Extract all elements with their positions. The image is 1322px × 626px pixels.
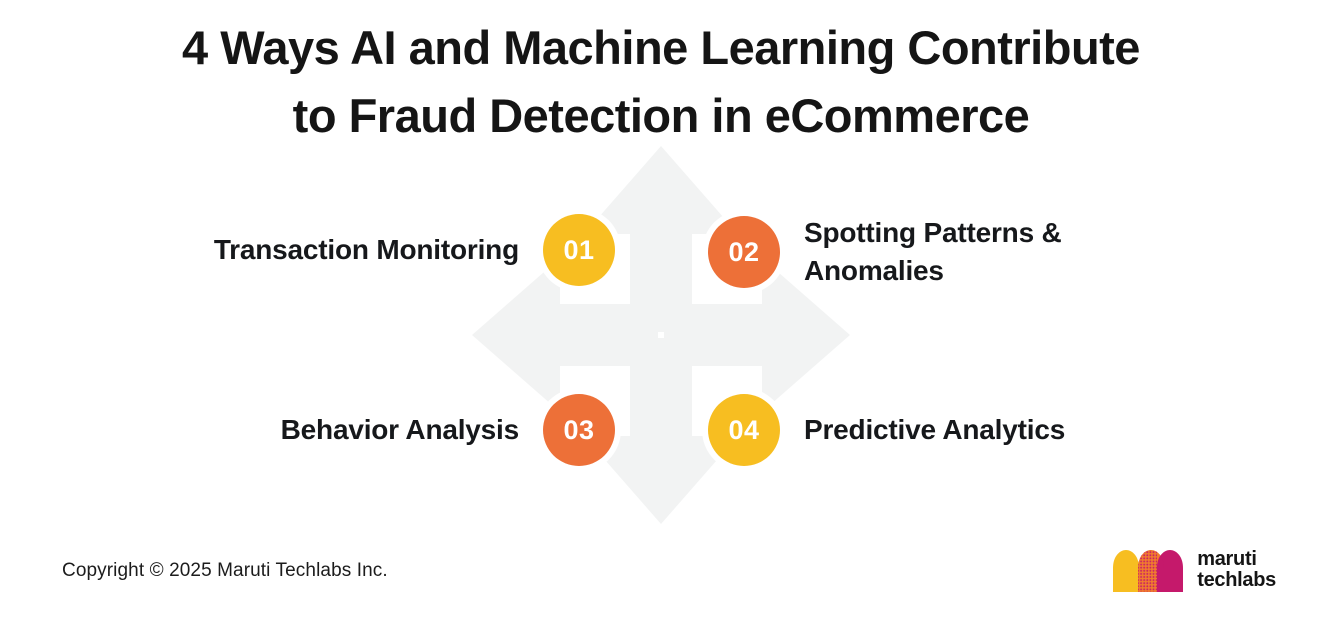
- item-03[interactable]: Behavior Analysis 03: [60, 394, 615, 466]
- item-04-number: 04: [728, 414, 760, 445]
- item-01-number: 01: [563, 234, 595, 265]
- logo-arch-left: [1113, 550, 1140, 592]
- logo-wordmark-line-2: techlabs: [1197, 569, 1276, 591]
- item-02-badge[interactable]: 02: [708, 216, 780, 288]
- logo-wordmark-line-1: maruti: [1197, 548, 1257, 570]
- items-grid: Transaction Monitoring 01 02 Spotting Pa…: [0, 186, 1322, 486]
- item-04-label: Predictive Analytics: [780, 411, 1065, 449]
- item-01[interactable]: Transaction Monitoring 01: [60, 214, 615, 286]
- item-02[interactable]: 02 Spotting Patterns & Anomalies: [708, 214, 1268, 290]
- item-04-badge[interactable]: 04: [708, 394, 780, 466]
- maruti-techlabs-logo[interactable]: maruti techlabs: [1109, 548, 1276, 592]
- page-title-line-1: 4 Ways AI and Machine Learning Contribut…: [182, 21, 1140, 74]
- item-04-label-line-1: Predictive Analytics: [804, 414, 1066, 445]
- item-02-number: 02: [728, 236, 760, 267]
- item-02-label-line-2: Anomalies: [804, 255, 944, 286]
- item-03-label-line-1: Behavior Analysis: [280, 414, 520, 445]
- copyright-text: Copyright © 2025 Maruti Techlabs Inc.: [62, 560, 388, 581]
- page-title: 4 Ways AI and Machine Learning Contribut…: [0, 14, 1322, 150]
- item-03-label: Behavior Analysis: [281, 411, 543, 449]
- logo-wordmark: maruti techlabs: [1197, 549, 1276, 591]
- item-02-label: Spotting Patterns & Anomalies: [780, 214, 1062, 290]
- item-01-label-line-1: Transaction Monitoring: [213, 234, 519, 265]
- item-01-label: Transaction Monitoring: [214, 231, 543, 269]
- page-title-line-2: to Fraud Detection in eCommerce: [292, 89, 1030, 142]
- item-01-badge[interactable]: 01: [543, 214, 615, 286]
- item-03-badge[interactable]: 03: [543, 394, 615, 466]
- item-02-label-line-1: Spotting Patterns &: [804, 217, 1062, 248]
- maruti-techlabs-logo-mark-icon: [1113, 550, 1184, 592]
- item-03-number: 03: [563, 414, 595, 445]
- footer: Copyright © 2025 Maruti Techlabs Inc.: [0, 534, 1322, 626]
- item-04[interactable]: 04 Predictive Analytics: [708, 394, 1268, 466]
